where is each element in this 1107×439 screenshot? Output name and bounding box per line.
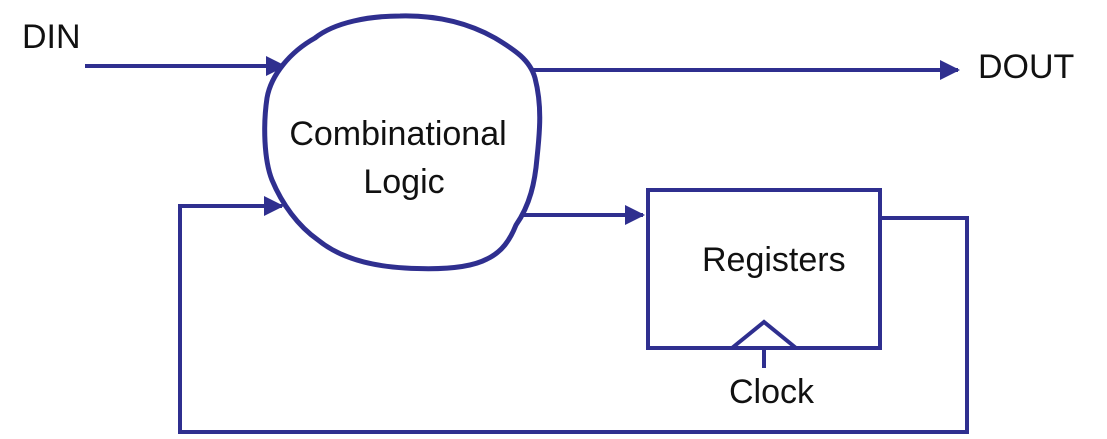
- clock-label: Clock: [729, 373, 815, 411]
- combinational-logic-blob: [262, 13, 543, 272]
- registers-label: Registers: [702, 241, 846, 279]
- din-label: DIN: [22, 18, 81, 56]
- feedback-wire: [178, 196, 969, 434]
- clock-triangle: [730, 319, 798, 350]
- dout-label: DOUT: [978, 48, 1074, 86]
- combinational-logic-label-line2: Logic: [363, 163, 444, 201]
- combinational-logic-label-line1: Combinational: [289, 115, 506, 153]
